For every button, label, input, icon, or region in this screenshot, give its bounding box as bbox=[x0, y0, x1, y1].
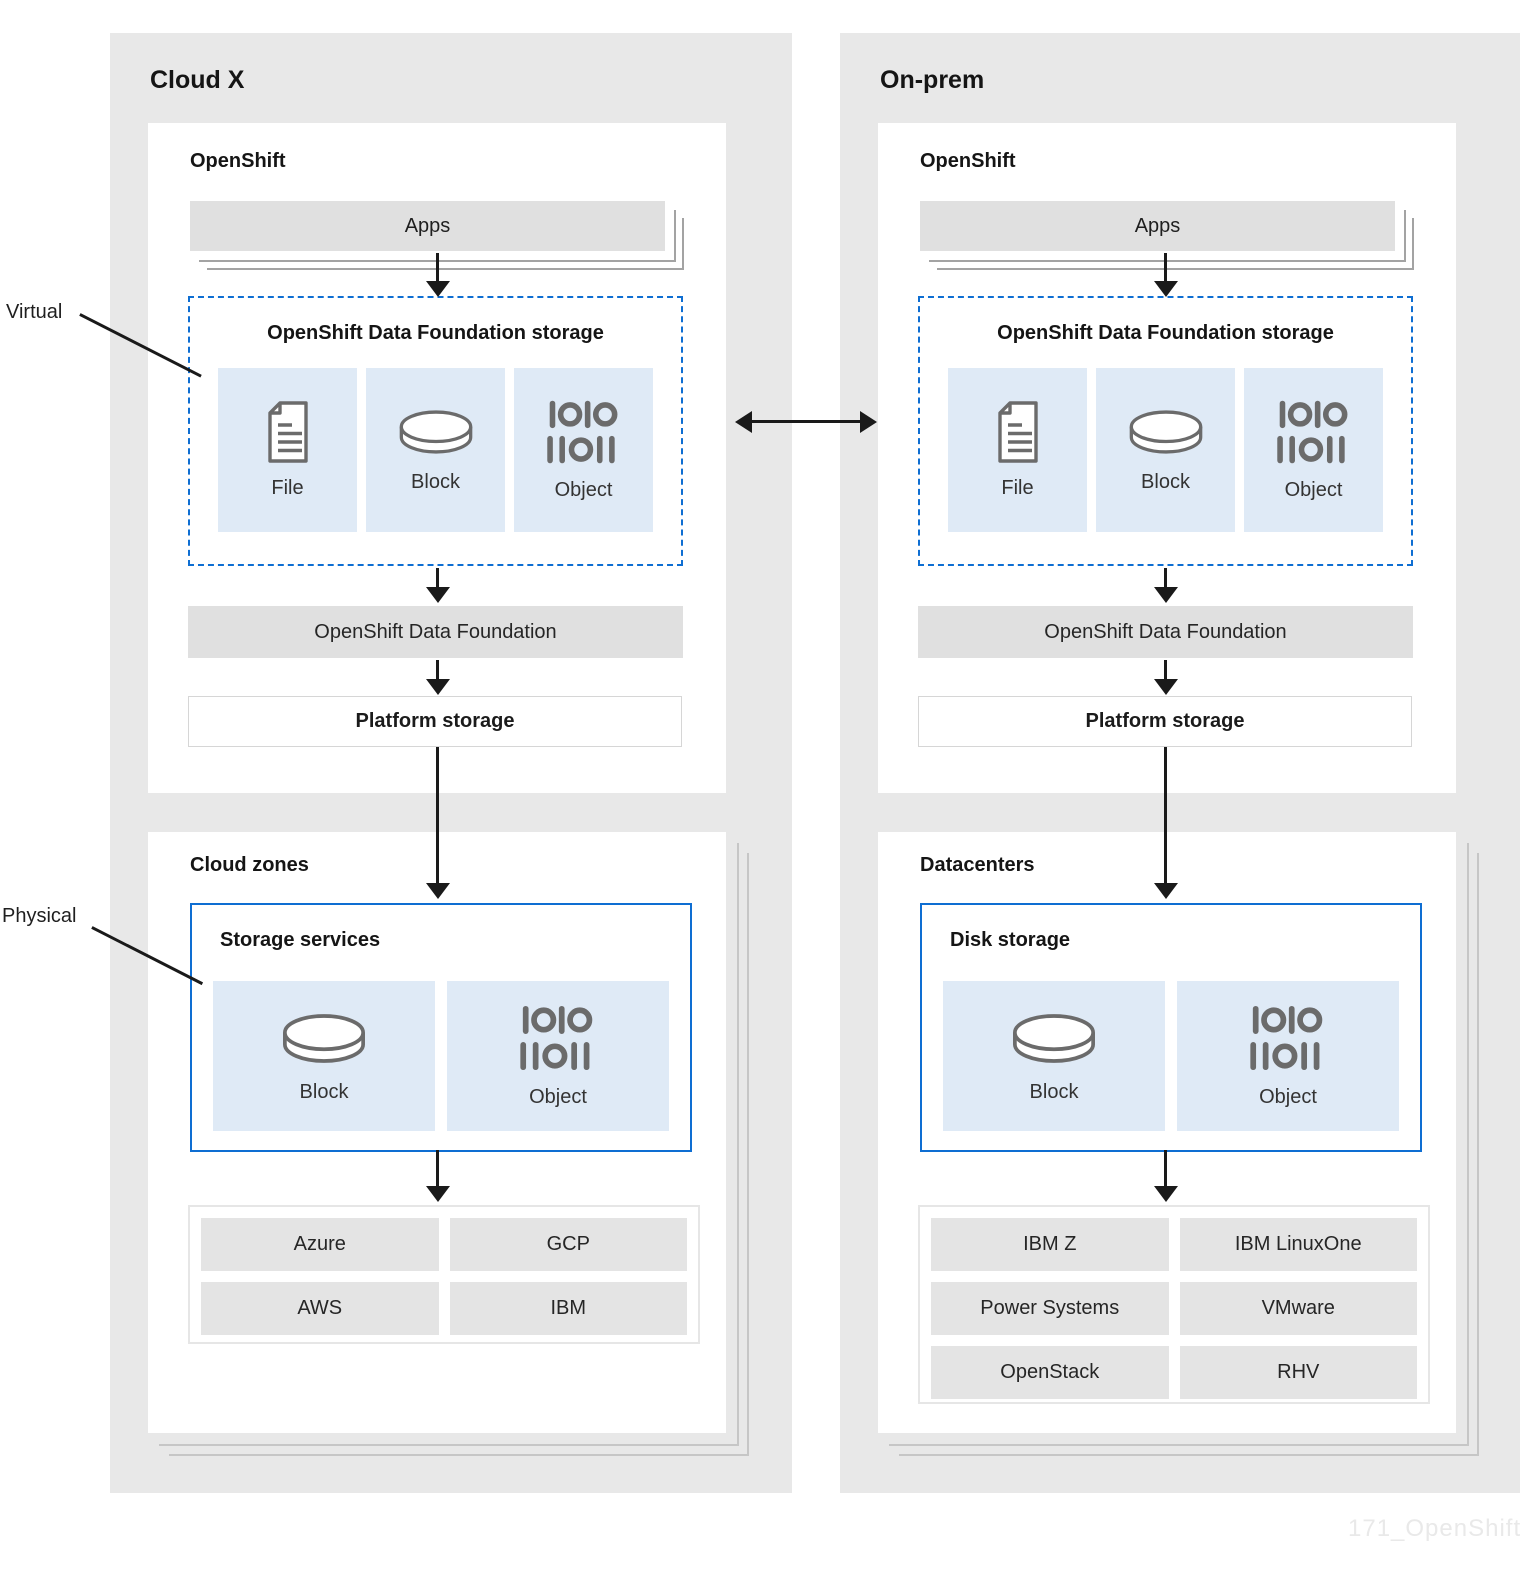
datacenters-heading: Datacenters bbox=[920, 854, 1035, 876]
odf-storage-tiles: File Block bbox=[920, 368, 1411, 532]
object-icon bbox=[544, 398, 624, 466]
tile-block: Block bbox=[1096, 368, 1235, 532]
tile-file: File bbox=[948, 368, 1087, 532]
cloud-zones-heading: Cloud zones bbox=[190, 854, 309, 876]
provider-ibm: IBM bbox=[449, 1282, 687, 1335]
block-icon bbox=[1126, 406, 1206, 458]
tile-label: Block bbox=[299, 1080, 349, 1103]
apps-stack: Apps bbox=[190, 201, 684, 270]
disk-storage-box: Disk storage Block bbox=[920, 903, 1422, 1152]
tile-label: Block bbox=[1029, 1080, 1079, 1103]
cloud-x-panel: Cloud X OpenShift Apps OpenShift Data Fo… bbox=[110, 33, 792, 1493]
openshift-heading: OpenShift bbox=[920, 150, 1016, 172]
openshift-heading: OpenShift bbox=[190, 150, 286, 172]
tile-label: Object bbox=[529, 1086, 587, 1108]
platform-storage-left: Platform storage bbox=[188, 696, 682, 747]
odf-bar-left: OpenShift Data Foundation bbox=[188, 606, 683, 658]
watermark-text: 171_OpenShift_1221 bbox=[1348, 1515, 1520, 1542]
odf-storage-tiles: File Block bbox=[190, 368, 681, 532]
tile-label: Block bbox=[411, 471, 460, 493]
arrow-odfstorage-to-odf-right bbox=[1164, 568, 1167, 588]
tile-object: Object bbox=[447, 981, 669, 1131]
storage-services-title: Storage services bbox=[220, 929, 381, 951]
odf-storage-title: OpenShift Data Foundation storage bbox=[997, 322, 1334, 344]
apps-sheet-back bbox=[937, 218, 1414, 270]
tile-label: File bbox=[1001, 477, 1034, 499]
tile-object: Object bbox=[514, 368, 653, 532]
tile-block: Block bbox=[366, 368, 505, 532]
arrow-apps-to-odfstorage-right bbox=[1164, 253, 1167, 282]
storage-services-tiles: Block Object bbox=[192, 981, 690, 1131]
arrow-diskstorage-to-providers bbox=[1164, 1150, 1167, 1187]
object-icon bbox=[1274, 398, 1354, 466]
arrow-platform-to-diskstorage bbox=[1164, 747, 1167, 884]
block-icon bbox=[279, 1009, 369, 1068]
odf-storage-title: OpenShift Data Foundation storage bbox=[267, 322, 604, 344]
odf-bar-right: OpenShift Data Foundation bbox=[918, 606, 1413, 658]
tile-block: Block bbox=[943, 981, 1165, 1131]
apps-sheet-mid bbox=[929, 210, 1406, 262]
arrow-odf-to-platform-left bbox=[436, 660, 439, 680]
tile-object: Object bbox=[1244, 368, 1383, 532]
provider-openstack: OpenStack bbox=[931, 1346, 1169, 1399]
provider-power-systems: Power Systems bbox=[931, 1282, 1169, 1335]
apps-sheet-back bbox=[207, 218, 684, 270]
arrow-apps-to-odfstorage-left bbox=[436, 253, 439, 282]
disk-storage-tiles: Block Object bbox=[922, 981, 1420, 1131]
on-prem-panel: On-prem OpenShift Apps OpenShift Data Fo… bbox=[840, 33, 1520, 1493]
provider-rhv: RHV bbox=[1179, 1346, 1417, 1399]
arrow-storageservices-to-providers bbox=[436, 1150, 439, 1187]
provider-aws: AWS bbox=[201, 1282, 439, 1335]
tile-label: File bbox=[271, 477, 304, 499]
file-icon bbox=[989, 400, 1047, 464]
block-icon bbox=[1009, 1009, 1099, 1068]
datacenters-sheet-mid bbox=[889, 843, 1469, 1446]
datacenters-box: Datacenters Disk storage Block bbox=[878, 832, 1456, 1433]
tile-label: Block bbox=[1141, 471, 1190, 493]
platform-storage-right: Platform storage bbox=[918, 696, 1412, 747]
arrow-platform-to-storageservices bbox=[436, 747, 439, 884]
provider-ibm-linuxone: IBM LinuxOne bbox=[1179, 1218, 1417, 1271]
openshift-box-right: OpenShift Apps OpenShift Data Foundation… bbox=[878, 123, 1456, 793]
cloud-zones-sheet-back bbox=[169, 853, 749, 1456]
arrow-cloud-onprem-sync bbox=[752, 420, 860, 423]
cloud-zones-sheet-mid bbox=[159, 843, 739, 1446]
provider-ibm-z: IBM Z bbox=[931, 1218, 1169, 1271]
physical-label: Physical bbox=[2, 905, 77, 927]
tile-block: Block bbox=[213, 981, 435, 1131]
cloud-providers-grid: Azure GCP AWS IBM bbox=[188, 1205, 700, 1344]
cloud-x-title: Cloud X bbox=[150, 66, 245, 94]
tile-label: Object bbox=[1259, 1086, 1317, 1108]
provider-azure: Azure bbox=[201, 1218, 439, 1271]
tile-file: File bbox=[218, 368, 357, 532]
apps-bar: Apps bbox=[920, 201, 1395, 251]
provider-vmware: VMware bbox=[1179, 1282, 1417, 1335]
tile-label: Object bbox=[1284, 479, 1343, 501]
block-icon bbox=[396, 406, 476, 458]
odf-storage-box-left: OpenShift Data Foundation storage File bbox=[188, 296, 683, 566]
apps-bar: Apps bbox=[190, 201, 665, 251]
arrow-odfstorage-to-odf-left bbox=[436, 568, 439, 588]
odf-storage-box-right: OpenShift Data Foundation storage File bbox=[918, 296, 1413, 566]
tile-label: Object bbox=[554, 479, 613, 501]
object-icon bbox=[1247, 1003, 1329, 1073]
tile-object: Object bbox=[1177, 981, 1399, 1131]
arrow-odf-to-platform-right bbox=[1164, 660, 1167, 680]
virtual-label: Virtual bbox=[6, 301, 63, 323]
disk-storage-title: Disk storage bbox=[950, 929, 1071, 951]
cloud-zones-box: Cloud zones Storage services Block bbox=[148, 832, 726, 1433]
provider-gcp: GCP bbox=[449, 1218, 687, 1271]
object-icon bbox=[517, 1003, 599, 1073]
file-icon bbox=[259, 400, 317, 464]
on-prem-title: On-prem bbox=[880, 66, 985, 94]
datacenters-sheet-back bbox=[899, 853, 1479, 1456]
apps-stack: Apps bbox=[920, 201, 1414, 270]
datacenter-providers-grid: IBM Z IBM LinuxOne Power Systems VMware … bbox=[918, 1205, 1430, 1404]
storage-services-box: Storage services Block bbox=[190, 903, 692, 1152]
